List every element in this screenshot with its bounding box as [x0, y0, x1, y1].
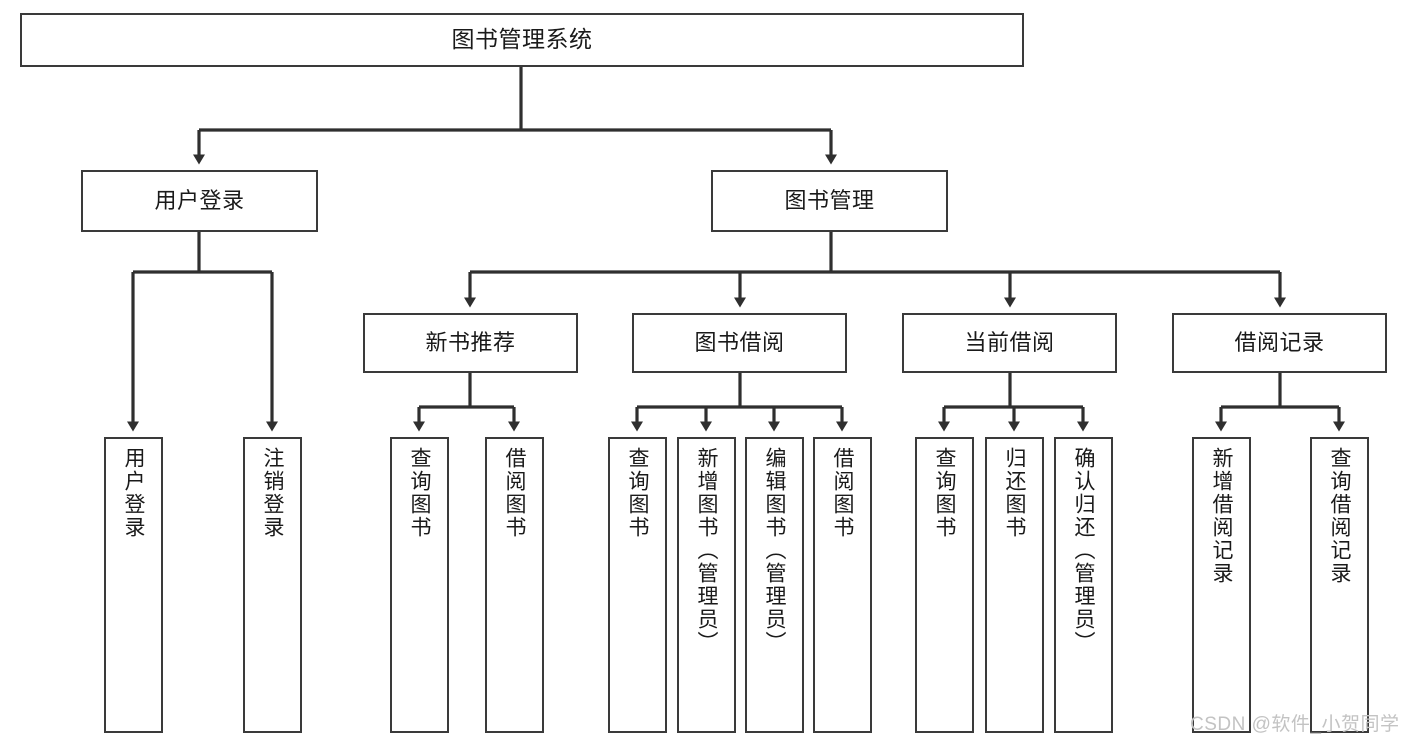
node-label: 查询图书	[933, 447, 956, 539]
node-leaf-query-book-current[interactable]: 查询图书	[915, 437, 974, 733]
node-book-borrow[interactable]: 图书借阅	[632, 313, 847, 373]
node-label: 查询图书	[408, 447, 431, 539]
node-label: 图书借阅	[694, 329, 785, 355]
node-leaf-borrow-book[interactable]: 借阅图书	[813, 437, 872, 733]
node-leaf-borrow-book-recommend[interactable]: 借阅图书	[485, 437, 544, 733]
node-leaf-edit-book-admin[interactable]: 编辑图书（管理员）	[745, 437, 804, 733]
node-book-management[interactable]: 图书管理	[711, 170, 948, 232]
node-label: 新增图书（管理员）	[695, 447, 718, 654]
node-label: 新增借阅记录	[1210, 447, 1233, 585]
node-label: 当前借阅	[964, 329, 1055, 355]
node-leaf-return-book[interactable]: 归还图书	[985, 437, 1044, 733]
node-label: 编辑图书（管理员）	[763, 447, 786, 654]
node-user-login[interactable]: 用户登录	[81, 170, 318, 232]
node-leaf-query-book-recommend[interactable]: 查询图书	[390, 437, 449, 733]
node-leaf-add-borrow-record[interactable]: 新增借阅记录	[1192, 437, 1251, 733]
node-label: 借阅记录	[1234, 329, 1325, 355]
node-leaf-confirm-return-admin[interactable]: 确认归还（管理员）	[1054, 437, 1113, 733]
node-label: 注销登录	[261, 447, 284, 539]
node-label: 借阅图书	[831, 447, 854, 539]
watermark: CSDN @软件_小贺同学	[1190, 714, 1400, 735]
node-label: 查询借阅记录	[1328, 447, 1351, 585]
node-label: 归还图书	[1003, 447, 1026, 539]
node-label: 新书推荐	[425, 329, 516, 355]
node-label: 图书管理系统	[451, 26, 593, 53]
node-label: 图书管理	[784, 187, 875, 213]
node-label: 确认归还（管理员）	[1072, 447, 1095, 654]
node-label: 用户登录	[154, 187, 245, 213]
node-label: 借阅图书	[503, 447, 526, 539]
node-leaf-query-borrow-record[interactable]: 查询借阅记录	[1310, 437, 1369, 733]
node-root-book-management-system[interactable]: 图书管理系统	[20, 13, 1024, 67]
node-label: 查询图书	[626, 447, 649, 539]
node-leaf-logout[interactable]: 注销登录	[243, 437, 302, 733]
node-current-borrow[interactable]: 当前借阅	[902, 313, 1117, 373]
node-label: 用户登录	[122, 447, 145, 539]
node-borrow-record[interactable]: 借阅记录	[1172, 313, 1387, 373]
node-leaf-query-book-borrow[interactable]: 查询图书	[608, 437, 667, 733]
node-leaf-user-login[interactable]: 用户登录	[104, 437, 163, 733]
node-leaf-add-book-admin[interactable]: 新增图书（管理员）	[677, 437, 736, 733]
node-new-book-recommend[interactable]: 新书推荐	[363, 313, 578, 373]
